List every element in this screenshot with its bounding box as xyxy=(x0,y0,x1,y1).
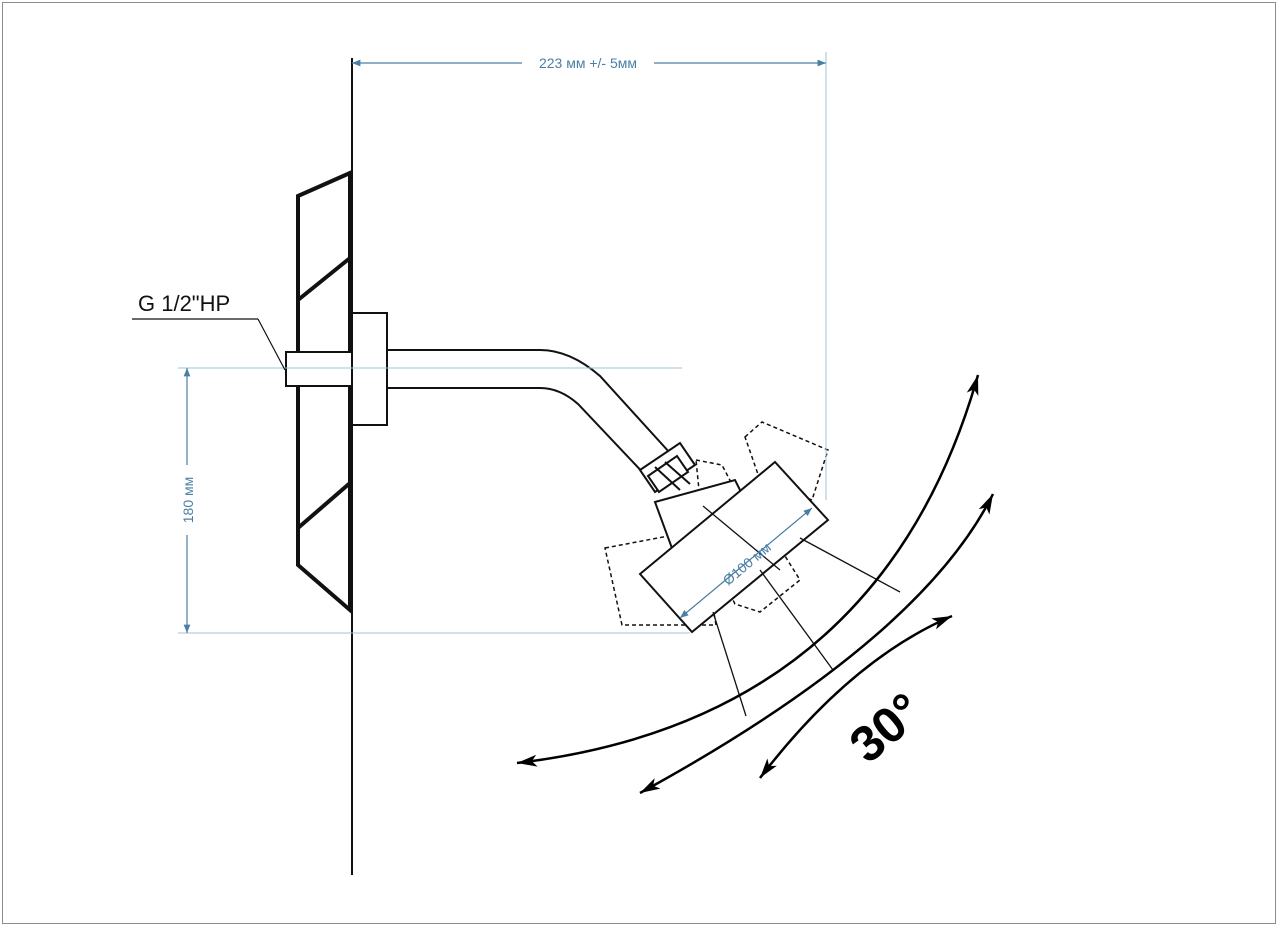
rotation-arcs xyxy=(516,374,995,795)
width-dimension: 223 мм +/- 5мм xyxy=(352,52,827,500)
wall-flange xyxy=(296,169,352,615)
shower-arm xyxy=(387,349,671,479)
inlet-thread-stub xyxy=(285,351,353,387)
height-dimension-label: 180 мм xyxy=(180,477,196,524)
shower-head xyxy=(638,460,830,634)
thread-label: G 1/2"HP xyxy=(138,291,230,316)
ball-joint xyxy=(638,441,697,494)
escutcheon-plate xyxy=(351,312,388,426)
thread-leader xyxy=(132,318,286,371)
height-dimension: 180 мм xyxy=(178,367,690,634)
width-dimension-label: 223 мм +/- 5мм xyxy=(539,55,637,71)
angle-label: 30° xyxy=(839,682,933,774)
